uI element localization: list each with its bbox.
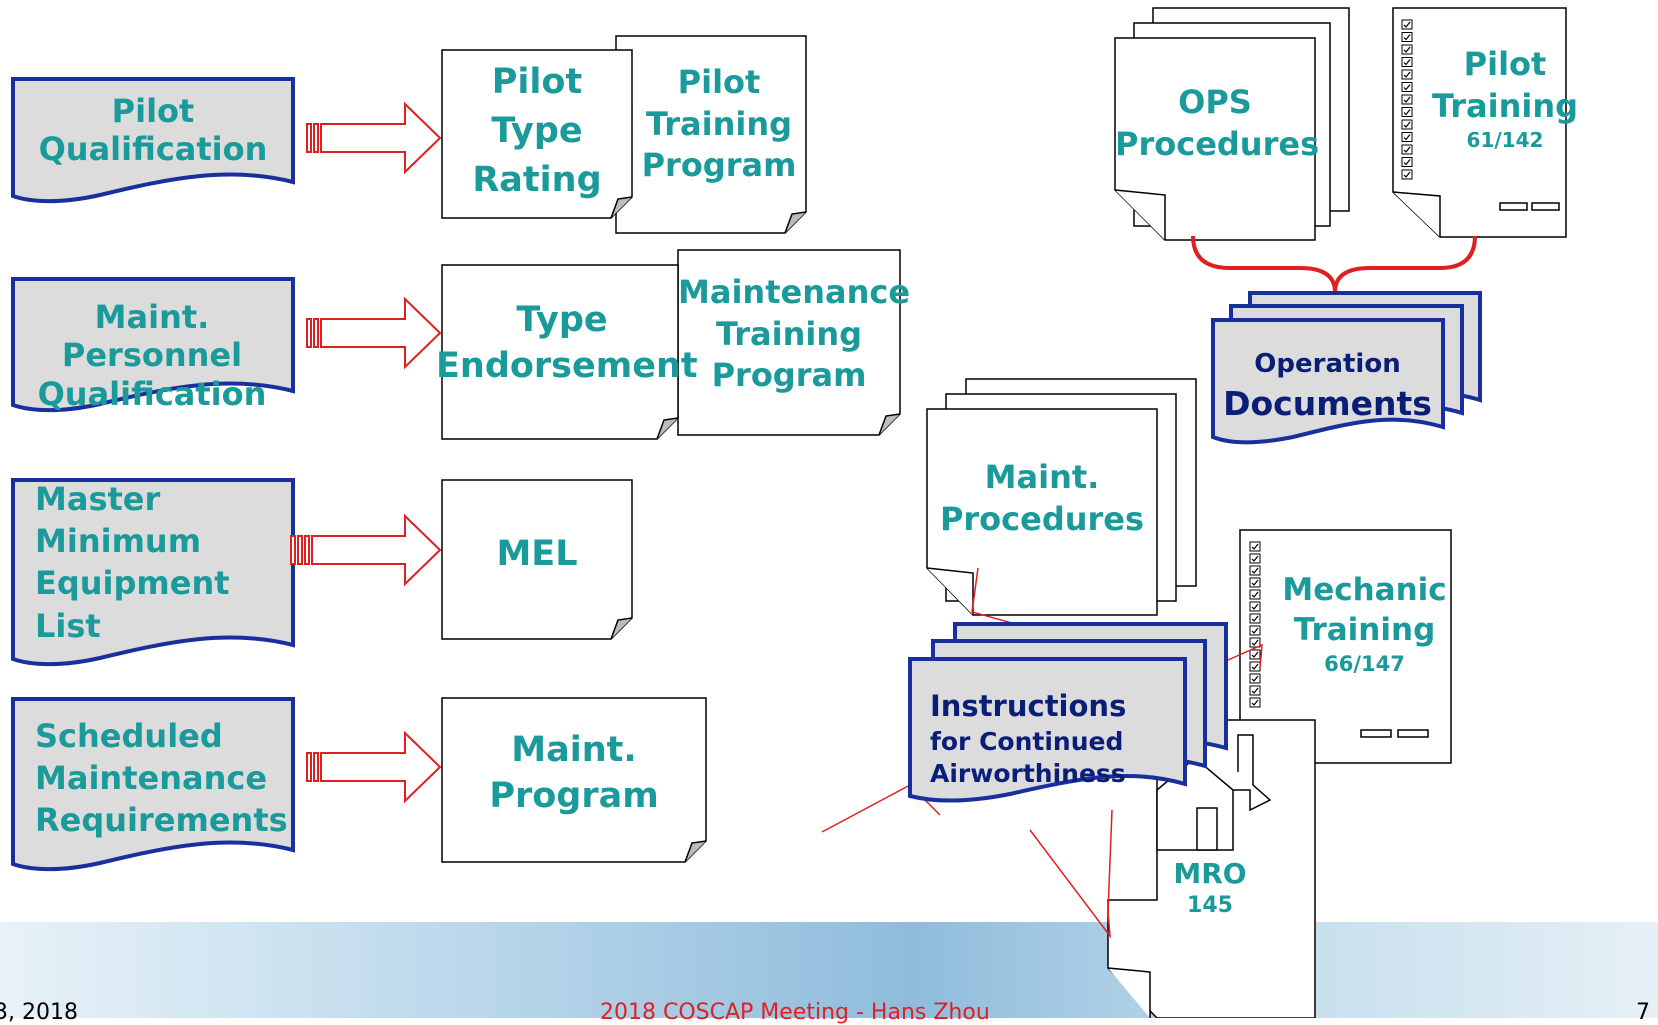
checkbox-icon xyxy=(1249,577,1261,588)
checkmark-icon xyxy=(1251,615,1259,622)
checkmark-icon xyxy=(1403,96,1411,103)
checkbox-icon xyxy=(1401,132,1413,142)
checkmark-icon xyxy=(1251,555,1259,562)
checkbox-icon xyxy=(1249,553,1261,564)
checkbox-icon xyxy=(1249,589,1261,600)
checkmark-icon xyxy=(1251,603,1259,610)
checkmark-icon xyxy=(1251,699,1259,706)
checkbox-icon xyxy=(1249,565,1261,576)
footer-date: 3, 2018 xyxy=(0,1000,78,1025)
checkbox-icon xyxy=(1401,169,1413,180)
checkbox-icon xyxy=(1249,673,1261,684)
ica-stack xyxy=(908,622,1228,803)
checkmark-icon xyxy=(1403,171,1411,178)
checkbox-icon xyxy=(1401,119,1413,130)
checkmark-icon xyxy=(1251,675,1259,682)
input-box-maint-personnel xyxy=(11,277,295,413)
label-maint-procedures: Maint.Procedures xyxy=(939,458,1145,538)
label-ica: Instructions for Continued Airworthiness xyxy=(930,689,1127,789)
label-maint-program: Maint.Program xyxy=(489,730,659,816)
mechanic-training-checkboxes xyxy=(1249,541,1261,708)
checkbox-icon xyxy=(1401,107,1413,117)
checkmark-icon xyxy=(1403,159,1411,166)
checkmark-icon xyxy=(1403,146,1411,153)
checkbox-icon xyxy=(1401,32,1413,42)
pilot-training-checkboxes xyxy=(1401,19,1413,180)
checkbox-icon xyxy=(1401,144,1413,155)
checkbox-icon xyxy=(1249,613,1261,624)
checkbox-icon xyxy=(1249,541,1261,552)
checkmark-icon xyxy=(1403,59,1411,66)
operation-documents-stack xyxy=(1211,291,1482,445)
checkmark-icon xyxy=(1251,639,1259,646)
checkbox-icon xyxy=(1401,94,1413,105)
label-mro: MRO 145 xyxy=(1173,857,1247,919)
checkbox-icon xyxy=(1249,685,1261,696)
maint-procedures-stack xyxy=(926,378,1197,616)
ica-front xyxy=(908,657,1187,803)
checkmark-icon xyxy=(1251,651,1259,658)
checkbox-icon xyxy=(1249,625,1261,636)
operation-documents-front xyxy=(1211,318,1445,445)
checkbox-icon xyxy=(1401,69,1413,80)
checkmark-icon xyxy=(1403,109,1411,116)
red-bracket xyxy=(1191,235,1477,293)
input-box-mmel xyxy=(11,478,295,667)
left-input-boxes xyxy=(11,77,295,872)
ops-procedures-stack xyxy=(1114,7,1350,241)
checkbox-icon xyxy=(1401,82,1413,92)
checkmark-icon xyxy=(1251,627,1259,634)
checkmark-icon xyxy=(1403,71,1411,78)
input-box-scheduled-maint xyxy=(11,697,295,872)
checkmark-icon xyxy=(1403,46,1411,53)
flow-arrows xyxy=(290,101,442,804)
arrow-mmel xyxy=(290,513,442,587)
checkbox-icon xyxy=(1249,601,1261,612)
footer-meeting: 2018 COSCAP Meeting - Hans Zhou xyxy=(600,1000,990,1025)
checkmark-icon xyxy=(1403,21,1411,28)
checkbox-icon xyxy=(1249,637,1261,648)
checkbox-icon xyxy=(1401,44,1413,55)
middle-documents xyxy=(441,35,901,863)
arrow-maint-personnel xyxy=(306,296,442,370)
checkmark-icon xyxy=(1251,579,1259,586)
arrow-scheduled-maint xyxy=(306,730,442,804)
checkmark-icon xyxy=(1251,663,1259,670)
checkbox-icon xyxy=(1249,649,1261,660)
input-box-pilot-qualification xyxy=(11,77,295,204)
checkbox-icon xyxy=(1249,697,1261,708)
checkmark-icon xyxy=(1403,84,1411,91)
checkmark-icon xyxy=(1251,687,1259,694)
checkbox-icon xyxy=(1401,157,1413,167)
mechanic-training-doc xyxy=(1239,529,1452,764)
arrow-pilot xyxy=(306,101,442,175)
label-operation-documents: Operation Documents xyxy=(1223,349,1432,424)
checkbox-icon xyxy=(1401,19,1413,30)
checkmark-icon xyxy=(1251,543,1259,550)
footer-band xyxy=(0,922,1658,1018)
label-mel: MEL xyxy=(496,534,578,574)
checkmark-icon xyxy=(1251,567,1259,574)
checkmark-icon xyxy=(1403,121,1411,128)
checkmark-icon xyxy=(1403,134,1411,141)
checkmark-icon xyxy=(1403,34,1411,41)
pilot-training-doc xyxy=(1392,7,1567,238)
checkbox-icon xyxy=(1401,57,1413,67)
checkbox-icon xyxy=(1249,661,1261,672)
checkmark-icon xyxy=(1251,591,1259,598)
footer-page-number: 7 xyxy=(1636,1000,1650,1025)
